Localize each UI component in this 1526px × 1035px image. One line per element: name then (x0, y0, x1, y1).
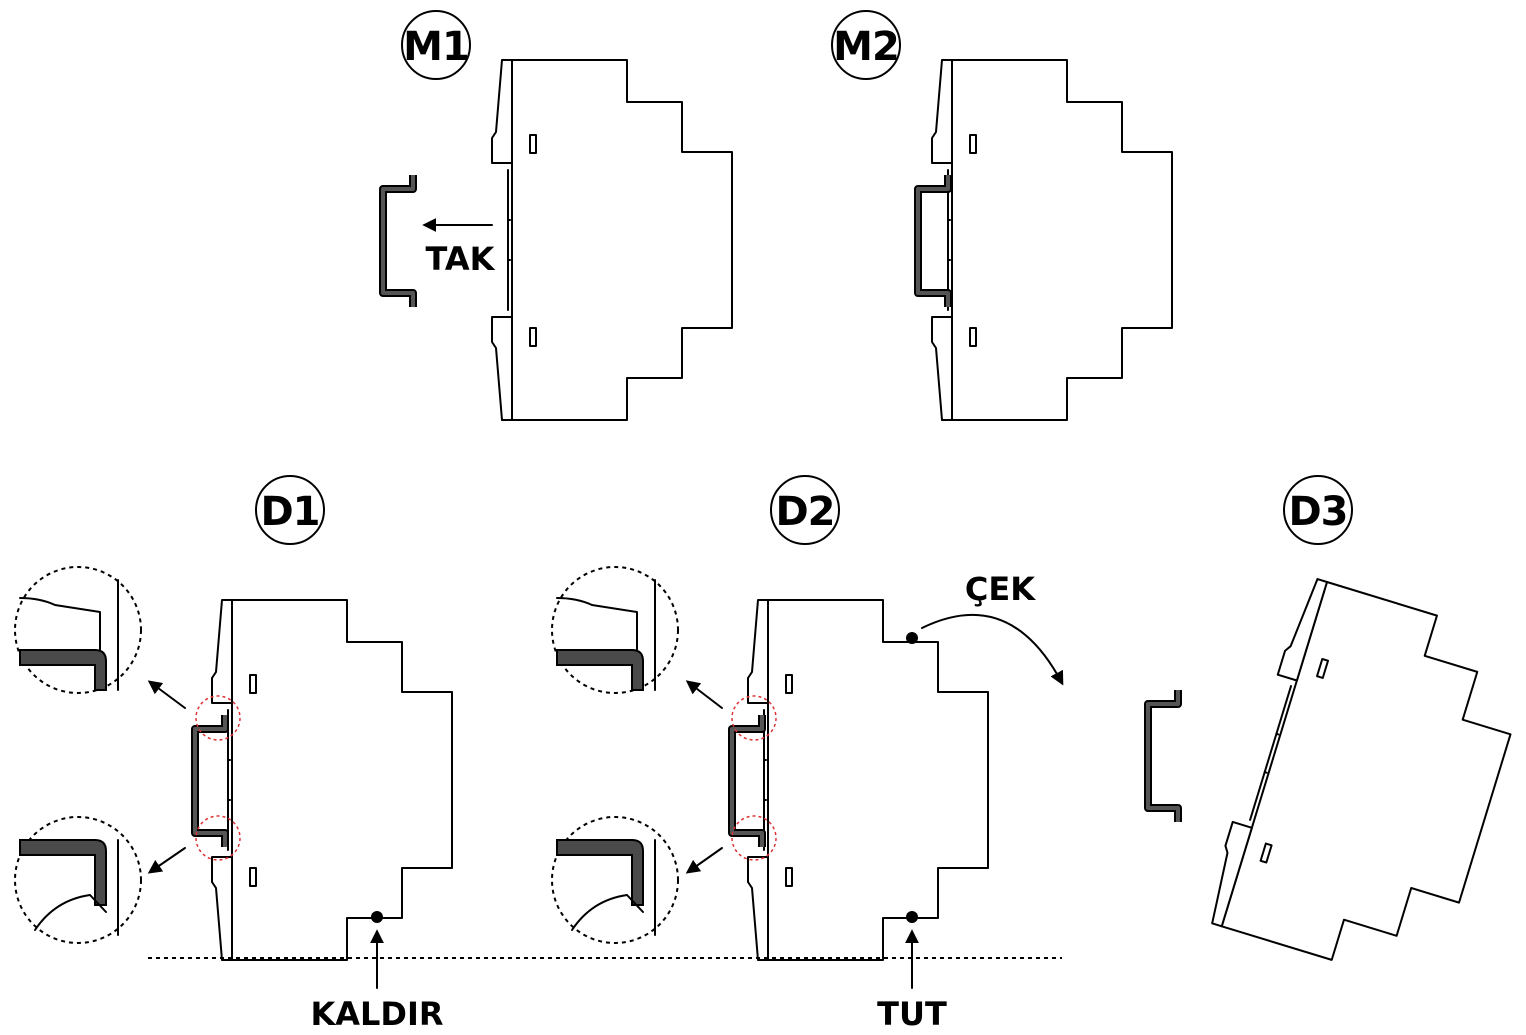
device-m2 (931, 59, 1173, 421)
arrow-zoom-top-d1 (147, 680, 186, 709)
action-label-hold: TUT (877, 995, 947, 1033)
action-label-insert: TAK (426, 240, 496, 278)
highlight-top-d2 (731, 695, 777, 741)
din-rail-m1 (383, 175, 413, 307)
device-d1 (211, 599, 453, 961)
zoom-bottom-d1 (14, 816, 142, 944)
action-label-lift: KALDIR (310, 995, 443, 1033)
step-label-d1: D1 (260, 489, 319, 535)
step-badge-d3 (1283, 475, 1353, 545)
device-d2 (747, 599, 989, 961)
din-rail-d3 (1148, 690, 1178, 822)
step-d3: D3 (1148, 475, 1526, 992)
step-d2: D2 ÇEK TUT (551, 475, 1064, 1033)
device-m1 (491, 59, 733, 421)
zoom-top-d1 (14, 566, 142, 694)
zoom-top-d2 (551, 566, 679, 694)
din-rail-m2 (918, 175, 948, 307)
highlight-top-d1 (195, 695, 241, 741)
arrow-zoom-top-d2 (685, 680, 723, 709)
step-badge-d2 (770, 475, 840, 545)
step-badge-m2 (831, 10, 901, 80)
highlight-bottom-d1 (195, 815, 241, 861)
step-label-d2: D2 (775, 489, 834, 535)
highlight-bottom-d2 (731, 815, 777, 861)
step-badge-m1 (401, 10, 471, 80)
device-d3 (1201, 575, 1526, 992)
step-m1: M1 TAK (383, 10, 733, 421)
step-label-d3: D3 (1288, 489, 1347, 535)
step-m2: M2 (831, 10, 1173, 421)
step-label-m1: M1 (403, 24, 469, 70)
lever-point-d1 (371, 911, 383, 923)
arrow-zoom-bottom-d1 (147, 847, 186, 874)
zoom-bottom-d2 (551, 816, 679, 944)
din-rail-d2 (732, 715, 762, 847)
hold-point-d2 (906, 911, 918, 923)
pull-point-d2 (906, 632, 918, 644)
action-label-pull: ÇEK (965, 570, 1036, 608)
step-label-m2: M2 (833, 24, 899, 70)
arrow-zoom-bottom-d2 (685, 847, 723, 874)
arrow-pull (921, 613, 1064, 686)
step-badge-d1 (255, 475, 325, 545)
step-d1: D1 KALDIR (14, 475, 453, 1033)
